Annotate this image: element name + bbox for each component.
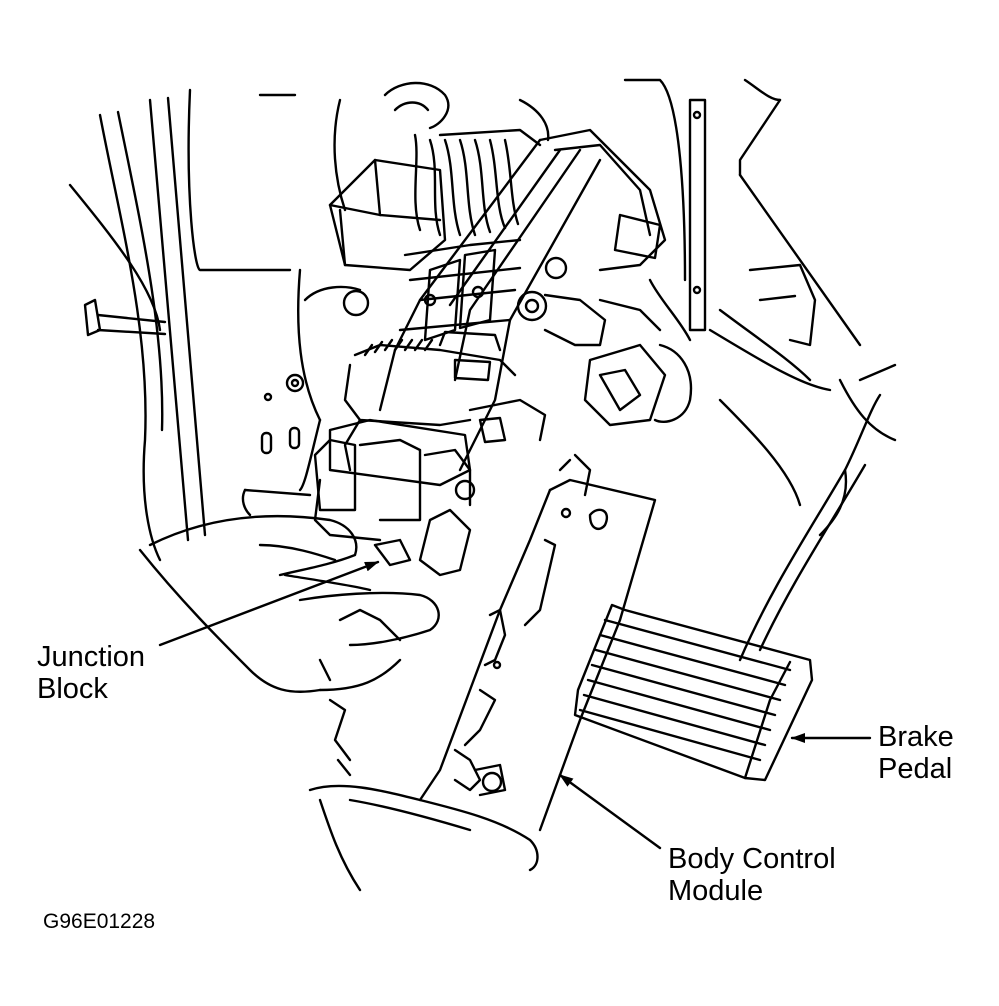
brake-pedal [573,393,882,782]
brake-pedal-label-line1: Brake [878,721,954,753]
fuse-relay-stack [313,330,547,577]
junction-block-body [378,128,693,472]
body-control-module-label-line2: Module [668,875,764,907]
wire-harness [383,81,550,237]
brake-pedal-label: Brake Pedal [878,721,954,785]
door-frame [68,88,347,562]
body-control-module [318,453,657,832]
bcm-arrow [558,773,662,850]
junction-block-label: Junction Block [37,641,145,705]
figure-code: G96E01228 [43,910,156,933]
hands [138,488,539,892]
right-trim [623,78,897,537]
upper-connector [303,158,447,317]
junction-block-label-line2: Block [37,673,108,705]
body-control-module-label: Body Control Module [668,843,836,907]
junction-block-arrow [158,560,380,647]
brake-pedal-label-line2: Pedal [878,753,953,785]
hood-release-handle [83,298,305,455]
body-control-module-label-line1: Body Control [668,843,836,875]
junction-block-label-line1: Junction [37,641,146,673]
